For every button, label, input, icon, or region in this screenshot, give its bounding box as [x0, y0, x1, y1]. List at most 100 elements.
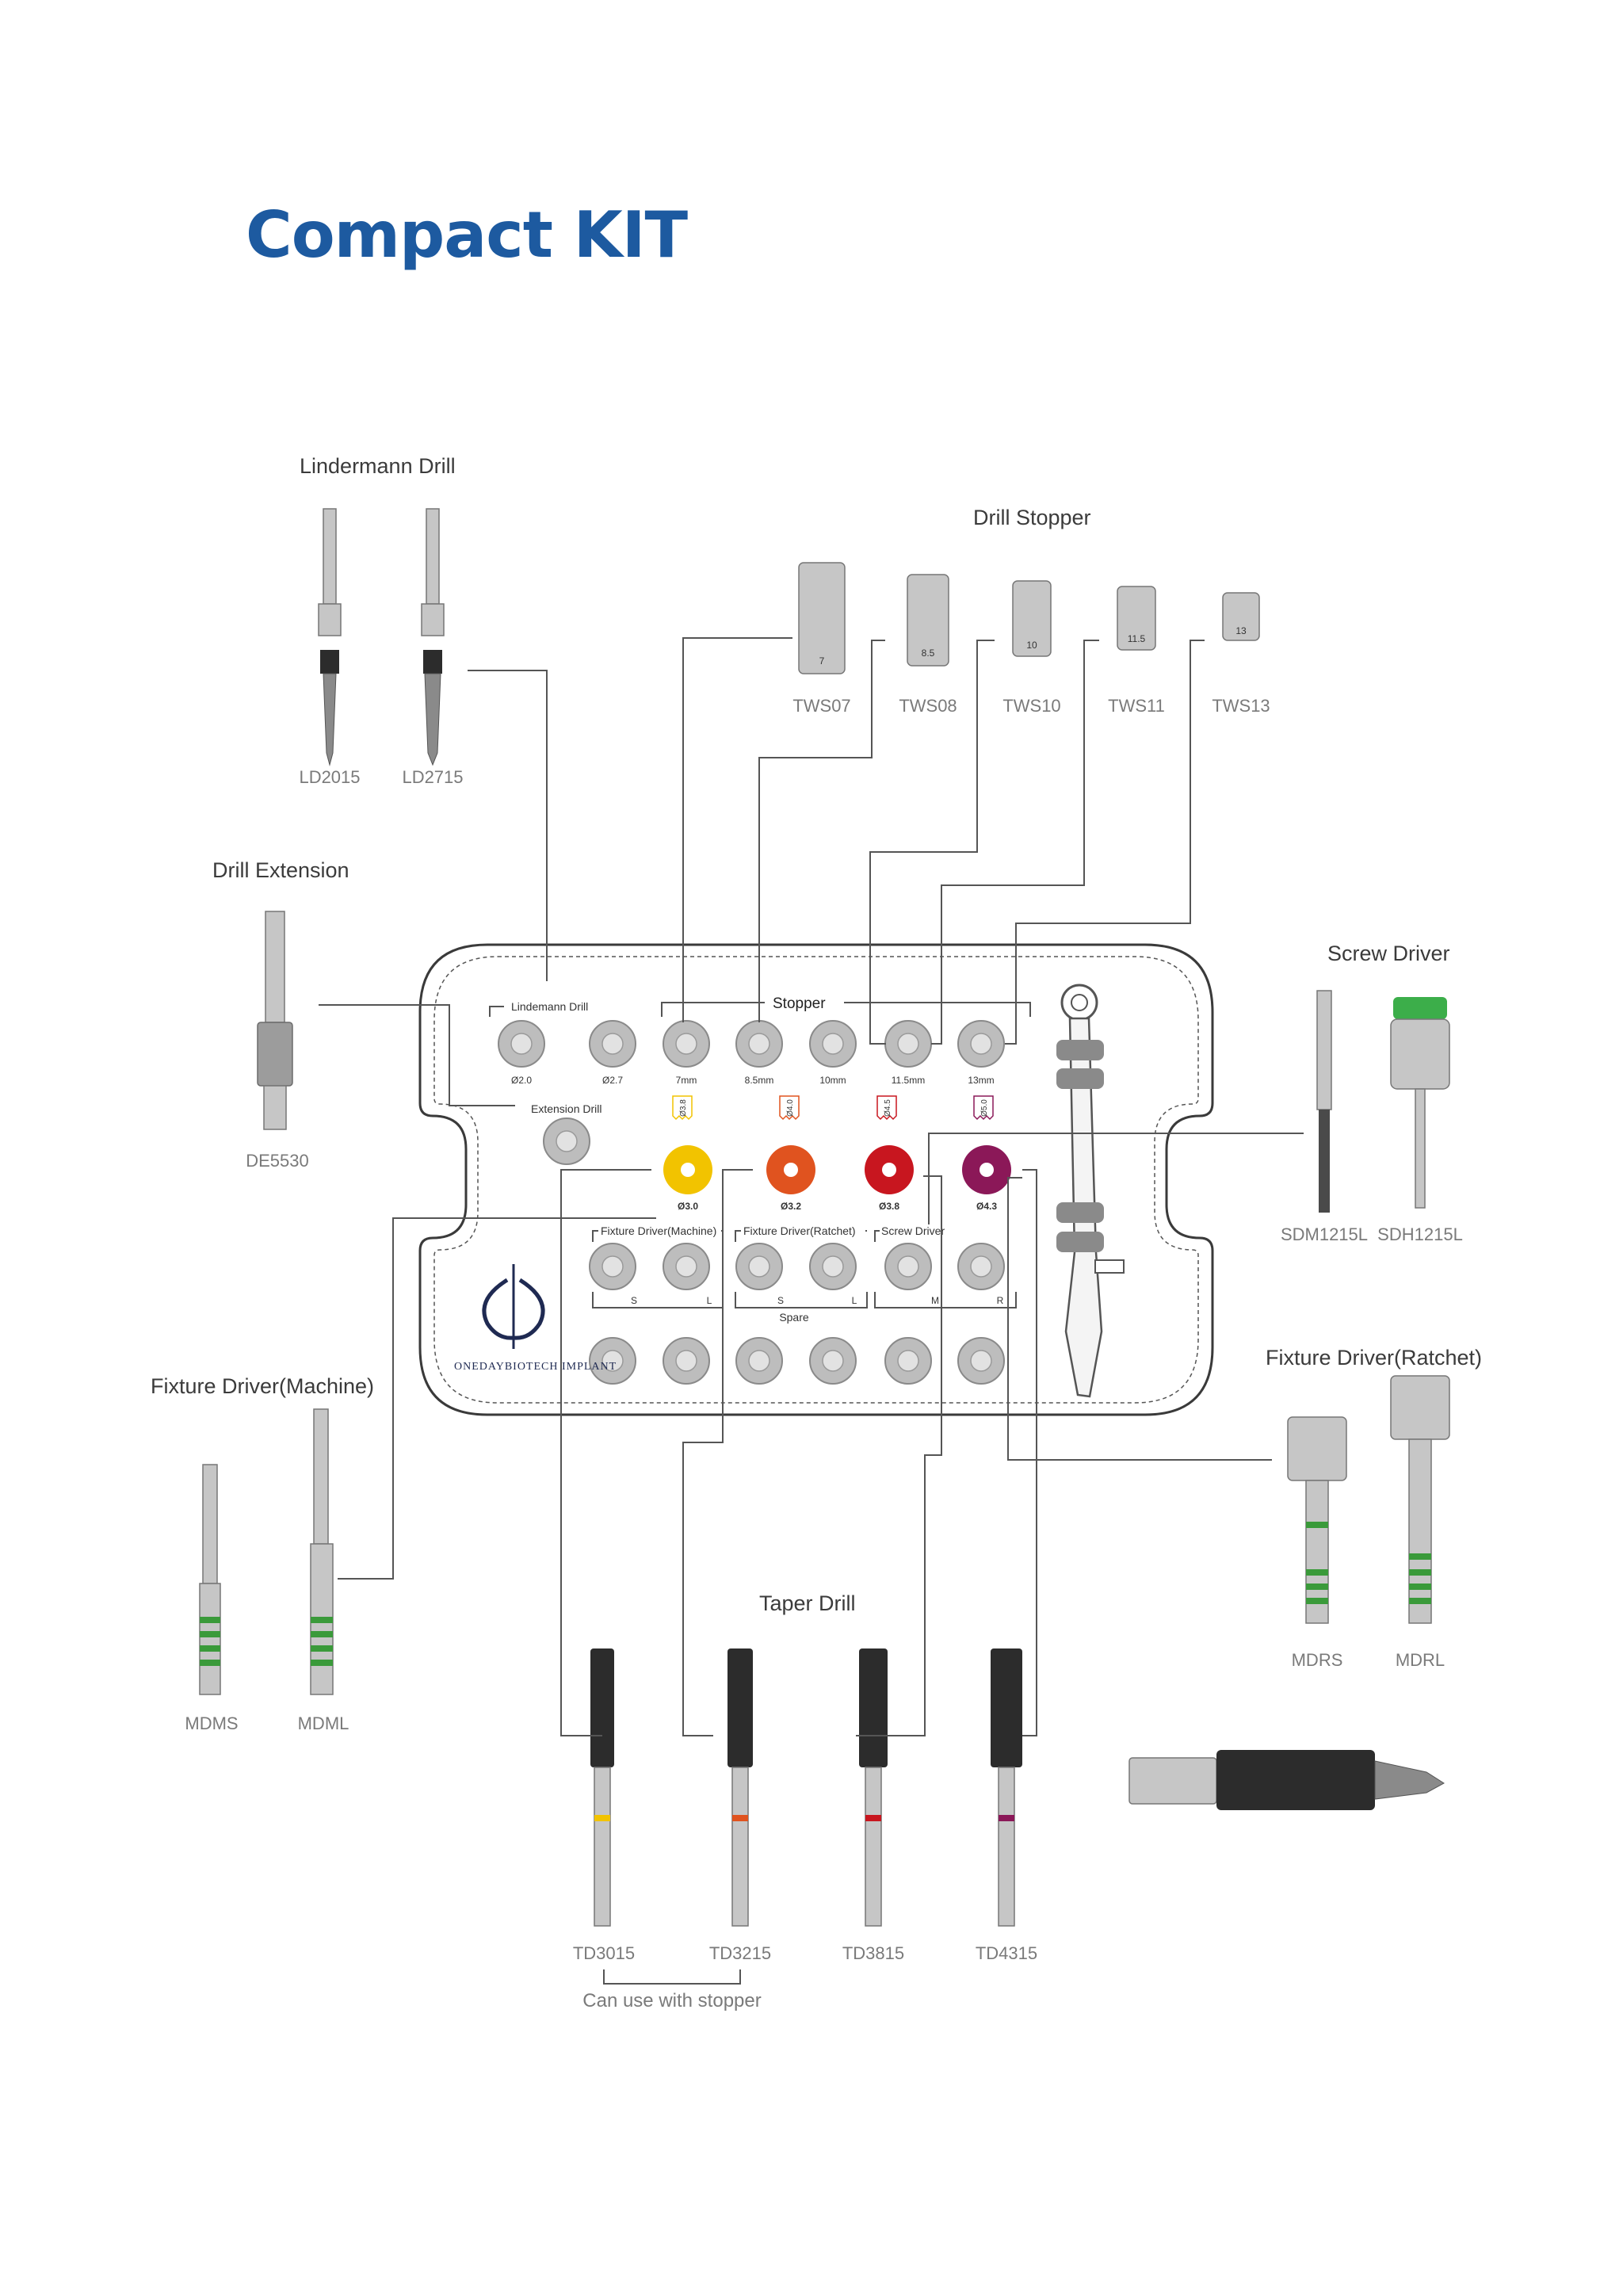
taper-note: Can use with stopper [582, 1990, 761, 2011]
part-label-mdrs: MDRS [1292, 1650, 1343, 1670]
taper-hole-center [980, 1163, 994, 1177]
hole-label: 8.5mm [745, 1075, 774, 1086]
tray-label-screw-driver: Screw Driver [881, 1224, 945, 1237]
color-tag-orange: Ø4.0 [779, 1095, 800, 1121]
tray-hole [663, 1020, 710, 1068]
hole-row-3 [589, 1243, 1005, 1290]
part-label-tws07: TWS07 [792, 696, 850, 716]
lindermann-drill-ld2015 [318, 508, 342, 766]
tray-label-fixture-driver-ratchet: Fixture Driver(Ratchet) [743, 1224, 856, 1237]
brand-text: ONEDAYBIOTECH IMPLANT [454, 1361, 617, 1373]
tray-hole [884, 1020, 932, 1068]
taper-drill-td4315 [991, 1648, 1022, 1927]
extension-hole [543, 1117, 590, 1165]
color-tag-text: Ø4.0 [786, 1099, 795, 1117]
taper-drill-td3015 [590, 1648, 614, 1927]
hole-row-1 [498, 1020, 1005, 1068]
tray-hole [735, 1243, 783, 1290]
part-label-tws13: TWS13 [1212, 696, 1270, 716]
part-label-mdrl: MDRL [1396, 1650, 1445, 1670]
color-tag-text: Ø3.8 [679, 1099, 688, 1117]
size-label: S [631, 1295, 637, 1306]
hole-label: Ø2.0 [511, 1075, 532, 1086]
fixture-driver-mdrl [1390, 1375, 1450, 1624]
size-label: M [931, 1295, 939, 1306]
label-drill-extension: Drill Extension [212, 858, 349, 882]
tray-hole [589, 1337, 636, 1385]
label-lindermann-drill: Lindermann Drill [300, 454, 456, 478]
taper-hole-center [784, 1163, 798, 1177]
part-label-tws11: TWS11 [1108, 696, 1165, 716]
taper-drill-td3215 [727, 1648, 753, 1927]
taper-hole-center [882, 1163, 896, 1177]
part-label-sdm1215l: SDM1215L [1281, 1224, 1368, 1244]
drill-stopper-tws10: 10 [1012, 580, 1052, 657]
tray-hole [589, 1243, 636, 1290]
label-screw-driver: Screw Driver [1327, 942, 1450, 965]
part-label-ld2015: LD2015 [299, 767, 360, 787]
tray-hole [735, 1020, 783, 1068]
taper-drill-td3815 [859, 1648, 888, 1927]
part-label-td3215: TD3215 [709, 1943, 771, 1963]
tray-hole [809, 1337, 857, 1385]
tray-hole [957, 1337, 1005, 1385]
drill-stopper-tws07: 7 [798, 562, 846, 674]
hole-label: 11.5mm [892, 1075, 925, 1086]
stopper-engraving: 7 [819, 655, 825, 667]
tray-inner-outline [433, 956, 1199, 1404]
tray-label-lindemann-drill: Lindemann Drill [511, 1000, 588, 1013]
screw-driver-sdm1215l [1316, 990, 1332, 1213]
color-tag-purple: Ø5.0 [973, 1095, 994, 1121]
part-label-td3815: TD3815 [842, 1943, 904, 1963]
stopper-note-bracket [603, 1969, 741, 1985]
tray-hole [809, 1020, 857, 1068]
size-label: L [707, 1295, 712, 1306]
label-fixture-driver-machine: Fixture Driver(Machine) [151, 1374, 374, 1398]
tray-label-stopper: Stopper [773, 995, 826, 1012]
tray-hole [957, 1243, 1005, 1290]
part-label-mdms: MDMS [185, 1713, 238, 1733]
lindermann-drill-ld2715 [421, 508, 445, 766]
part-label-td3015: TD3015 [573, 1943, 635, 1963]
row1-labels: Ø2.0 Ø2.7 7mm 8.5mm 10mm 11.5mm 13mm [511, 1075, 995, 1086]
screw-driver-bracket [874, 1230, 880, 1242]
screw-driver-sdh1215l [1390, 997, 1450, 1209]
part-label-mdml: MDML [298, 1713, 349, 1733]
tray-hole [884, 1243, 932, 1290]
taper-diameter-label: Ø3.0 [678, 1201, 698, 1212]
taper-diameter-label: Ø4.3 [976, 1201, 997, 1212]
label-taper-drill: Taper Drill [759, 1591, 856, 1615]
taper-diameters: Ø3.0 Ø3.2 Ø3.8 Ø4.3 [678, 1201, 997, 1212]
fixture-ratchet-bracket [735, 1230, 867, 1242]
part-label-ld2715: LD2715 [402, 767, 463, 787]
tray-hole [884, 1337, 932, 1385]
page-title: Compact KIT [246, 198, 688, 272]
taper-hole-center [681, 1163, 695, 1177]
tray-hole [735, 1337, 783, 1385]
color-tag-text: Ø5.0 [980, 1099, 989, 1117]
color-tag-yellow: Ø3.8 [672, 1095, 693, 1121]
drill-stopper-tws11: 11.5 [1117, 586, 1156, 651]
tray-label-extension-drill: Extension Drill [531, 1102, 601, 1115]
tray-label-spare: Spare [779, 1311, 809, 1324]
tray-hole [809, 1243, 857, 1290]
label-drill-stopper: Drill Stopper [973, 506, 1091, 529]
tray-hole [663, 1243, 710, 1290]
hole-label: Ø2.7 [602, 1075, 623, 1086]
taper-holes [663, 1145, 1011, 1194]
hole-label: 13mm [968, 1075, 994, 1086]
color-tag-text: Ø4.5 [884, 1099, 892, 1117]
tray: Lindemann Drill Stopper Ø2.0 Ø2.7 7mm 8.… [418, 943, 1214, 1416]
part-label-tws08: TWS08 [899, 696, 957, 716]
stopper-engraving: 11.5 [1128, 633, 1146, 644]
color-tags: Ø3.8 Ø4.0 Ø4.5 Ø5.0 [672, 1095, 994, 1121]
fixture-driver-mdml [310, 1408, 334, 1695]
taper-diameter-label: Ø3.2 [781, 1201, 801, 1212]
stopper-engraving: 10 [1026, 640, 1037, 651]
onedaybiotech-logo: ONEDAYBIOTECH IMPLANT [454, 1264, 617, 1373]
color-tag-red: Ø4.5 [876, 1095, 897, 1121]
part-label-sdh1215l: SDH1215L [1377, 1224, 1463, 1244]
label-fixture-driver-ratchet: Fixture Driver(Ratchet) [1266, 1346, 1482, 1370]
fixture-driver-mdms [199, 1464, 221, 1695]
